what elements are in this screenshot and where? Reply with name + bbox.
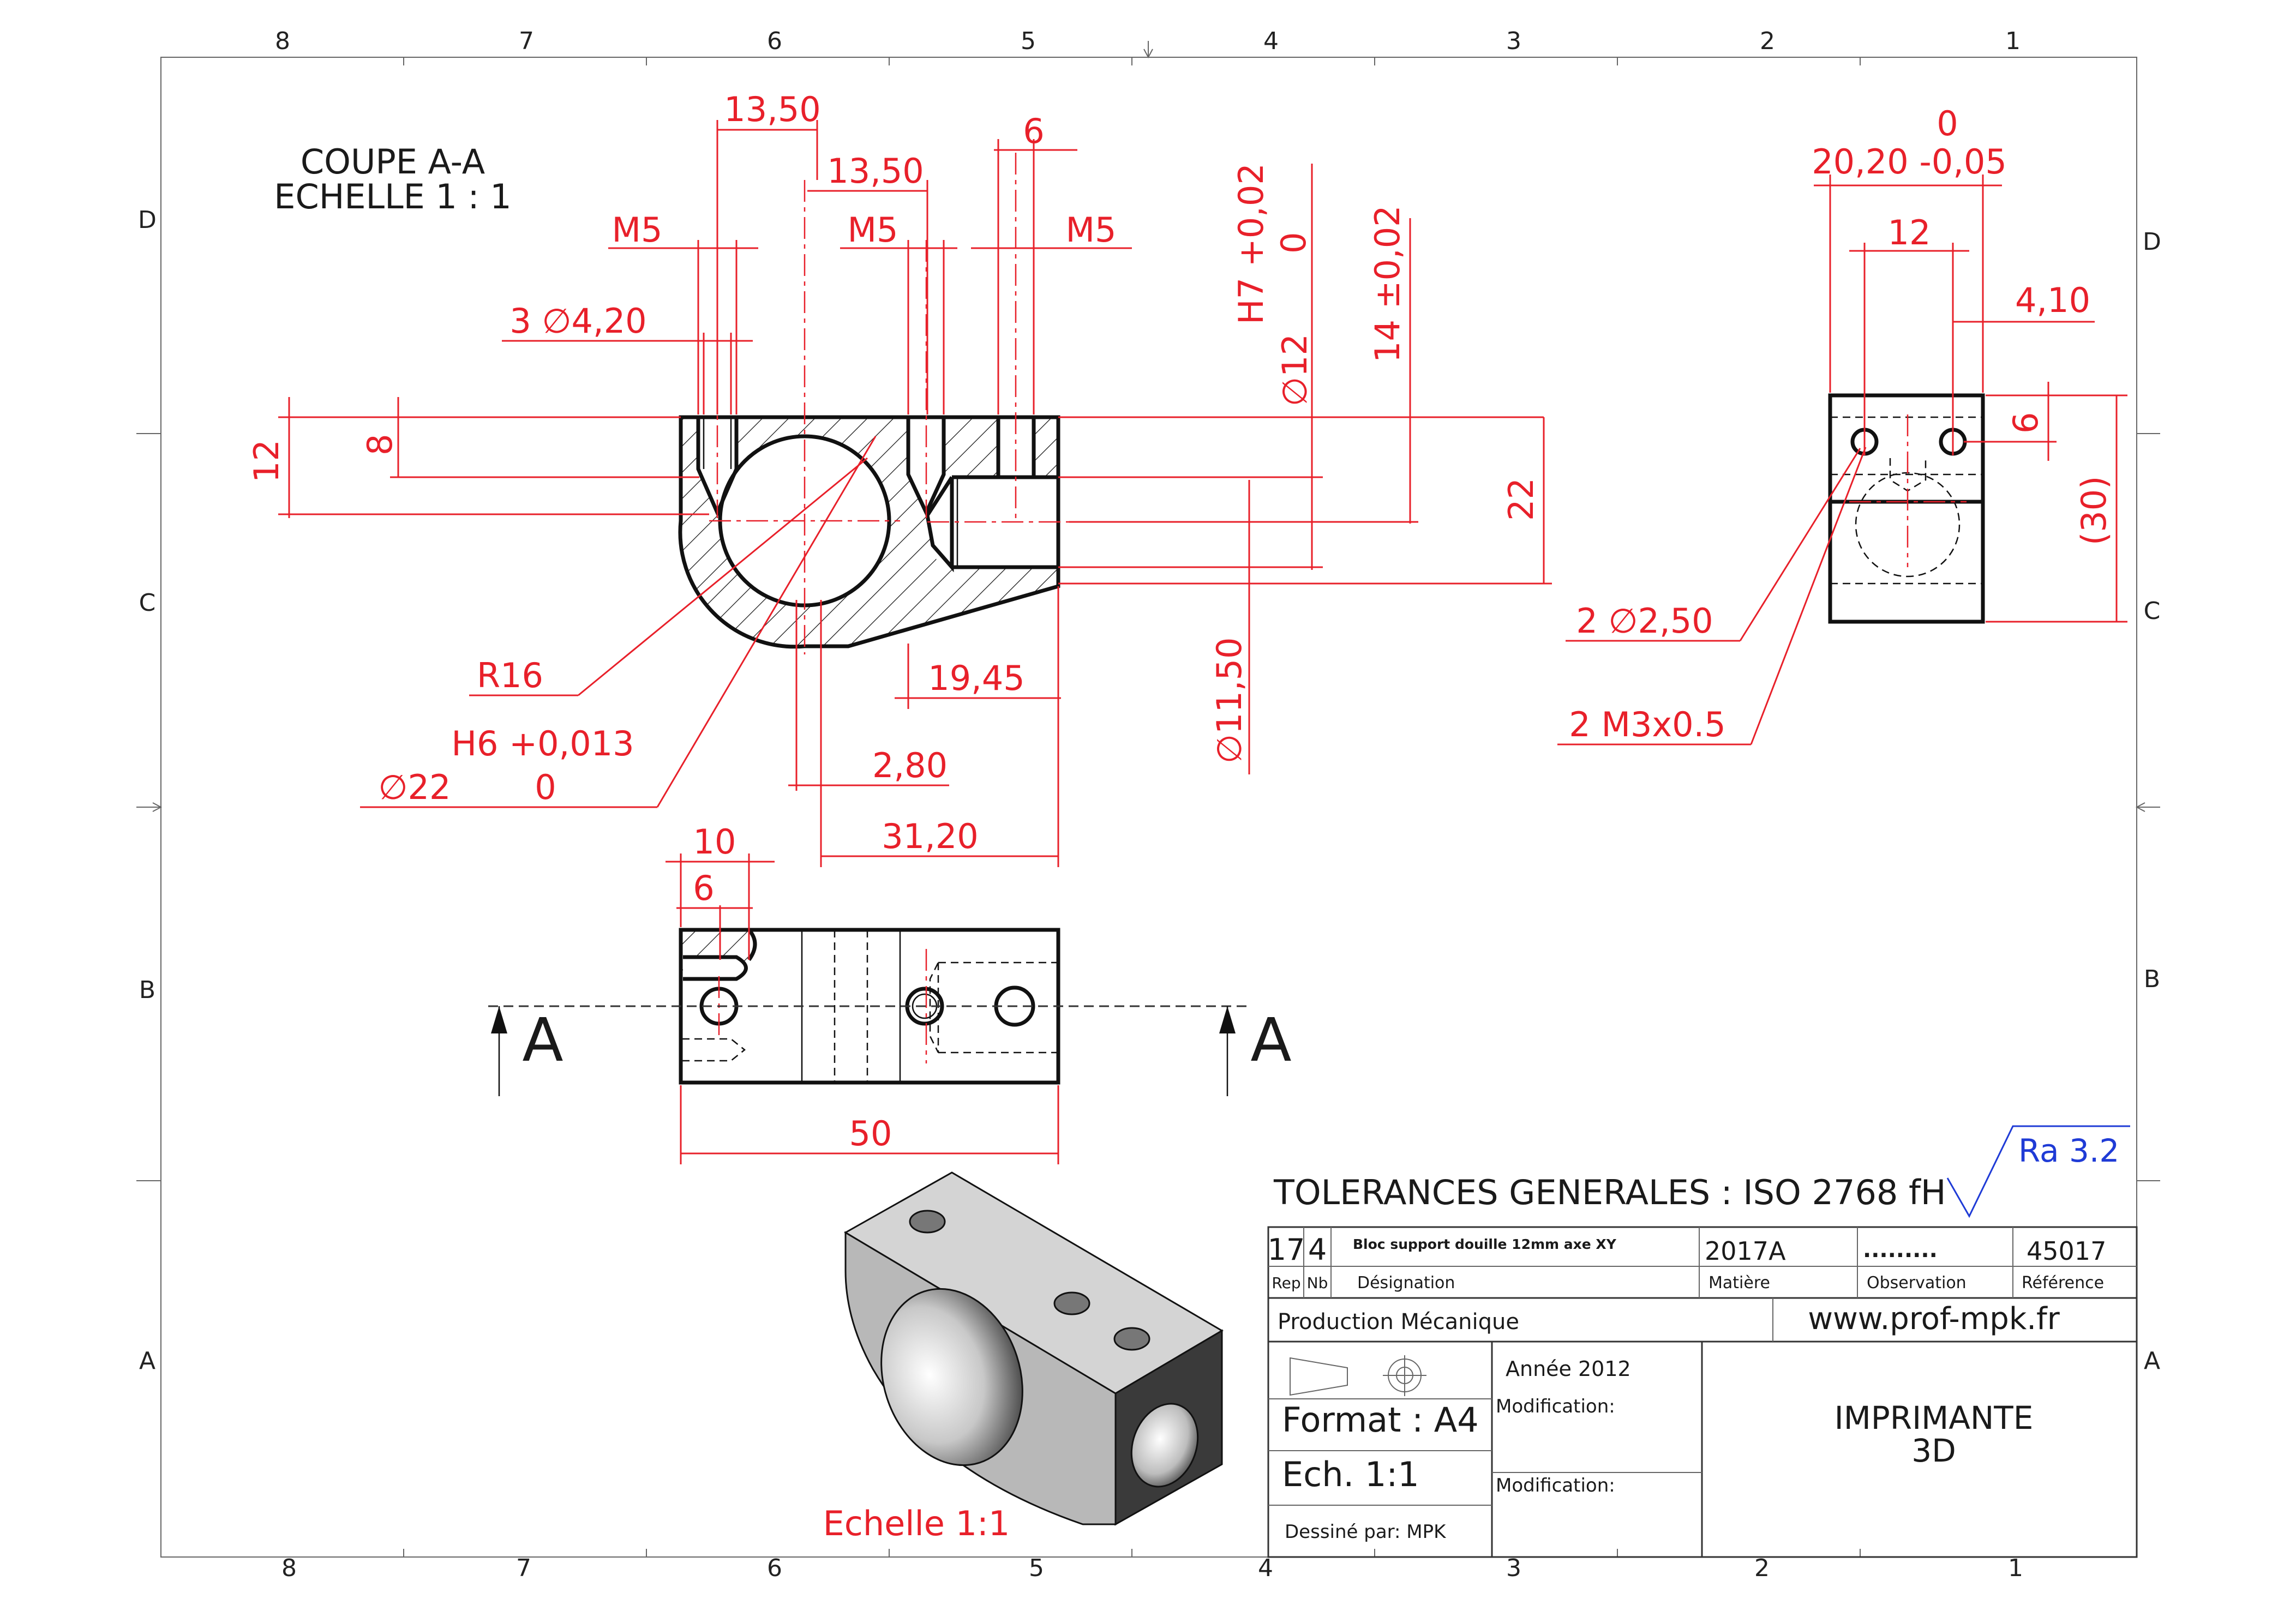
row-label-right: D: [2143, 228, 2161, 256]
project-title-line1: IMPRIMANTE: [1835, 1399, 2034, 1436]
dim-3-holes-4-20: 3 ∅4,20: [509, 301, 646, 341]
column-label-bottom: 4: [1258, 1554, 1273, 1582]
dim-8-left: 8: [360, 434, 400, 455]
modification-2: Modification:: [1496, 1475, 1615, 1496]
column-label-top: 5: [1021, 27, 1036, 55]
dim-13-50-mid: 13,50: [827, 151, 924, 191]
isometric-view: Echelle 1:1: [823, 1171, 1224, 1543]
side-dim-30: (30): [2074, 476, 2114, 545]
dim-31-20: 31,20: [882, 816, 979, 856]
section-scale: ECHELLE 1 : 1: [274, 177, 511, 217]
dim-r16: R16: [477, 656, 543, 695]
column-label-top: 6: [767, 27, 782, 55]
side-holes-thread: 2 M3x0.5: [1569, 705, 1725, 744]
dim-h6-tol: H6 +0,013: [451, 724, 634, 764]
dim-m5-mid: M5: [848, 210, 898, 250]
project-title-line2: 3D: [1911, 1432, 1956, 1469]
production-label: Production Mécanique: [1278, 1309, 1519, 1335]
format: Format : A4: [1282, 1400, 1479, 1440]
iso-bore: [880, 1288, 1023, 1466]
iso-caption: Echelle 1:1: [823, 1504, 1010, 1543]
row-label-right: C: [2144, 597, 2161, 625]
dim-14-tol: 14 ±0,02: [1368, 205, 1407, 363]
website: www.prof-mpk.fr: [1808, 1301, 2060, 1337]
dim-10-top: 10: [693, 822, 736, 862]
column-label-top: 8: [275, 27, 290, 55]
rep-label: Rep: [1272, 1274, 1300, 1292]
side-dim-12: 12: [1888, 213, 1931, 253]
dim-dia-22: ∅22: [379, 767, 451, 807]
dim-dia-12: ∅12: [1275, 334, 1315, 406]
side-view: 0 20,20 -0,05 12 4,10 6 (30) 2 ∅2,50 2 M…: [1557, 104, 2127, 746]
sheet-border: 8 7 6 5 4 3 2 1 8 7 6 5 4 3 2 1 D C B A …: [136, 27, 2161, 1582]
dim-6-top: 6: [1023, 111, 1044, 151]
dim-m5-right: M5: [1066, 210, 1117, 250]
echelle: Ech. 1:1: [1282, 1454, 1419, 1494]
column-label-top: 2: [1760, 27, 1775, 55]
section-mark-left: A: [522, 1005, 563, 1075]
column-label-bottom: 8: [281, 1554, 297, 1582]
column-label-bottom: 6: [767, 1554, 782, 1582]
dim-50: 50: [849, 1114, 892, 1153]
side-dim-zero: 0: [1937, 104, 1958, 143]
row-label-left: A: [139, 1347, 155, 1375]
dim-h7-lower: 0: [1274, 232, 1314, 254]
projection-symbol-icon: [1290, 1355, 1426, 1396]
column-label-top: 1: [2005, 27, 2021, 55]
side-dim-6: 6: [2006, 412, 2046, 434]
row-label-left: B: [139, 976, 155, 1004]
row-label-left: C: [139, 589, 156, 617]
column-label-bottom: 3: [1506, 1554, 1521, 1582]
rep-value: 17: [1268, 1233, 1305, 1267]
dim-6-top2: 6: [693, 868, 714, 908]
reference-label: Référence: [2022, 1273, 2104, 1293]
nb-label: Nb: [1307, 1274, 1328, 1292]
section-view-a-a: COUPE A-A ECHELLE 1 : 1: [247, 89, 1552, 867]
row-label-right: A: [2144, 1347, 2160, 1375]
roughness-value: Ra 3.2: [2018, 1132, 2119, 1169]
row-label-right: B: [2144, 965, 2160, 993]
matiere-label: Matière: [1708, 1273, 1770, 1293]
column-label-bottom: 1: [2008, 1554, 2023, 1582]
side-holes-dia: 2 ∅2,50: [1576, 601, 1713, 641]
dessine-par: Dessiné par: MPK: [1285, 1521, 1447, 1543]
observation-label: Observation: [1867, 1273, 1967, 1293]
matiere-value: 2017A: [1705, 1236, 1786, 1266]
observation-value: .........: [1863, 1237, 1938, 1263]
dim-m5-left: M5: [612, 210, 663, 250]
column-label-top: 7: [519, 27, 534, 55]
column-label-bottom: 7: [516, 1554, 531, 1582]
dim-dia-22-lower: 0: [535, 767, 556, 807]
dim-h7-upper: H7 +0,02: [1231, 163, 1271, 324]
dim-19-45: 19,45: [928, 658, 1025, 698]
general-tolerances: TOLERANCES GENERALES : ISO 2768 fH: [1273, 1173, 1946, 1212]
dim-dia-11-50: ∅11,50: [1209, 637, 1249, 764]
roughness-symbol: Ra 3.2: [1946, 1125, 2130, 1218]
title-block: 17 4 Bloc support douille 12mm axe XY 20…: [1267, 1226, 2138, 1558]
section-title: COUPE A-A: [301, 142, 485, 182]
dim-22-right: 22: [1501, 478, 1541, 521]
section-mark-right: A: [1250, 1005, 1291, 1075]
nb-value: 4: [1308, 1233, 1327, 1267]
designation-label: Désignation: [1357, 1273, 1455, 1293]
row-label-left: D: [138, 206, 157, 234]
side-dim-20-20: 20,20 -0,05: [1812, 142, 2007, 182]
reference-value: 45017: [2027, 1236, 2106, 1266]
modification-1: Modification:: [1496, 1396, 1615, 1417]
annee: Année 2012: [1506, 1357, 1631, 1381]
dim-13-50-top: 13,50: [724, 89, 821, 129]
column-label-bottom: 2: [1754, 1554, 1770, 1582]
designation-value: Bloc support douille 12mm axe XY: [1353, 1236, 1617, 1252]
dim-12-left: 12: [247, 440, 286, 483]
column-label-top: 4: [1263, 27, 1279, 55]
top-view: A A 10 6 50: [488, 822, 1292, 1164]
side-dim-4-10: 4,10: [2015, 280, 2090, 320]
column-label-bottom: 5: [1029, 1554, 1044, 1582]
column-label-top: 3: [1506, 27, 1521, 55]
dim-2-80: 2,80: [872, 746, 948, 785]
